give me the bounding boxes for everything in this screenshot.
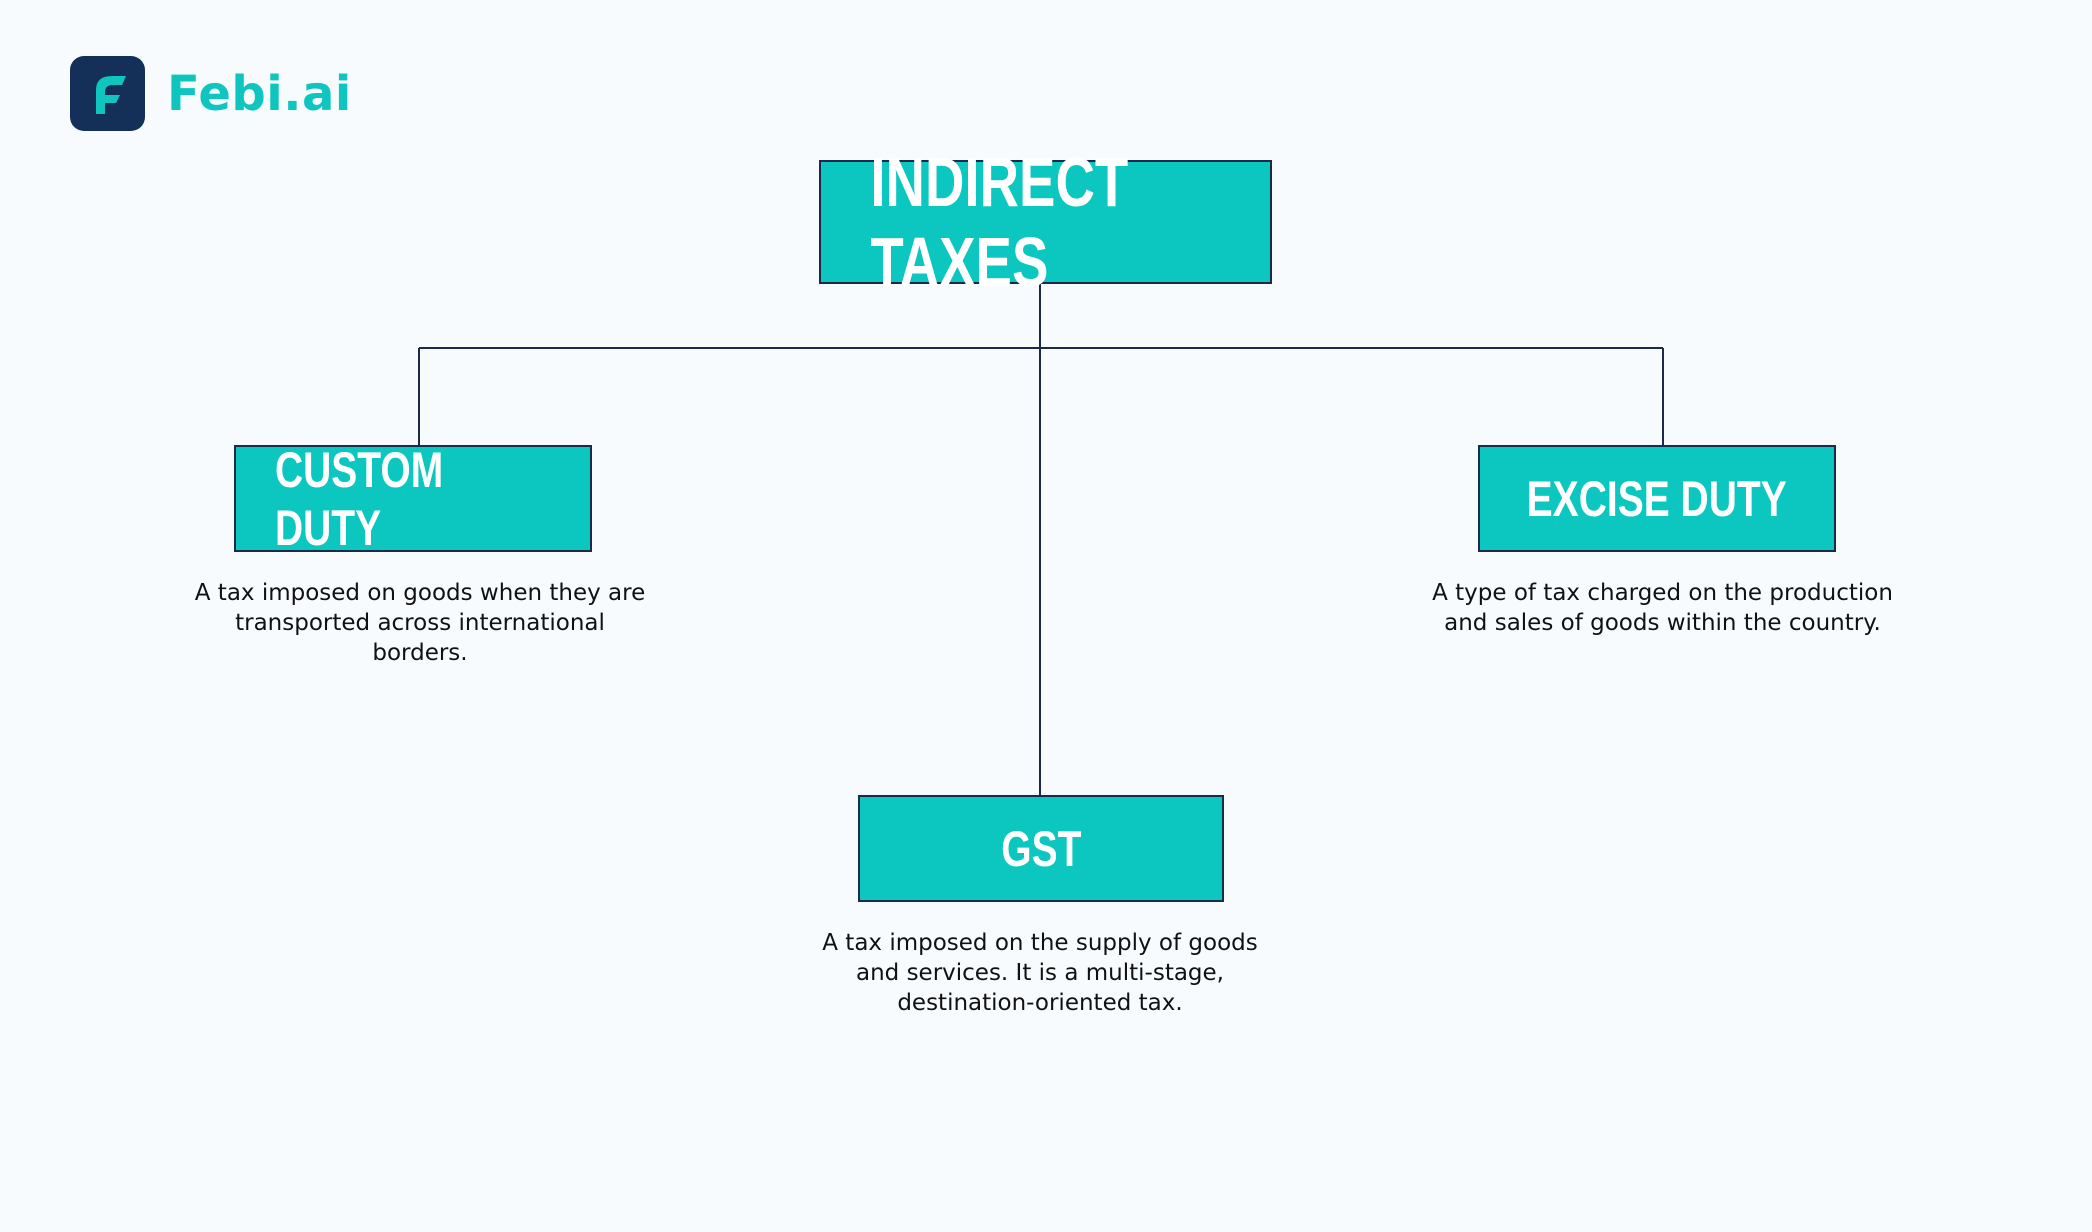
node-gst: GST	[858, 795, 1224, 902]
brand-name: Febi.ai	[167, 65, 352, 122]
root-node-label: INDIRECT TAXES	[870, 143, 1129, 301]
root-node-indirect-taxes: INDIRECT TAXES	[819, 143, 1272, 301]
node-custom-duty-description: A tax imposed on goods when they are tra…	[194, 580, 646, 666]
febi-f-logo-icon	[70, 56, 145, 131]
node-gst-label: GST	[1000, 820, 1082, 877]
node-excise-duty-label: EXCISE DUTY	[1526, 470, 1788, 527]
node-excise-duty: EXCISE DUTY	[1478, 445, 1836, 552]
node-gst-description: A tax imposed on the supply of goods and…	[822, 930, 1258, 1016]
node-custom-duty: CUSTOM DUTY	[234, 442, 592, 556]
node-excise-duty-description: A type of tax charged on the production …	[1432, 580, 1893, 636]
node-custom-duty-label: CUSTOM DUTY	[274, 441, 444, 556]
brand-logo: Febi.ai	[70, 56, 352, 131]
